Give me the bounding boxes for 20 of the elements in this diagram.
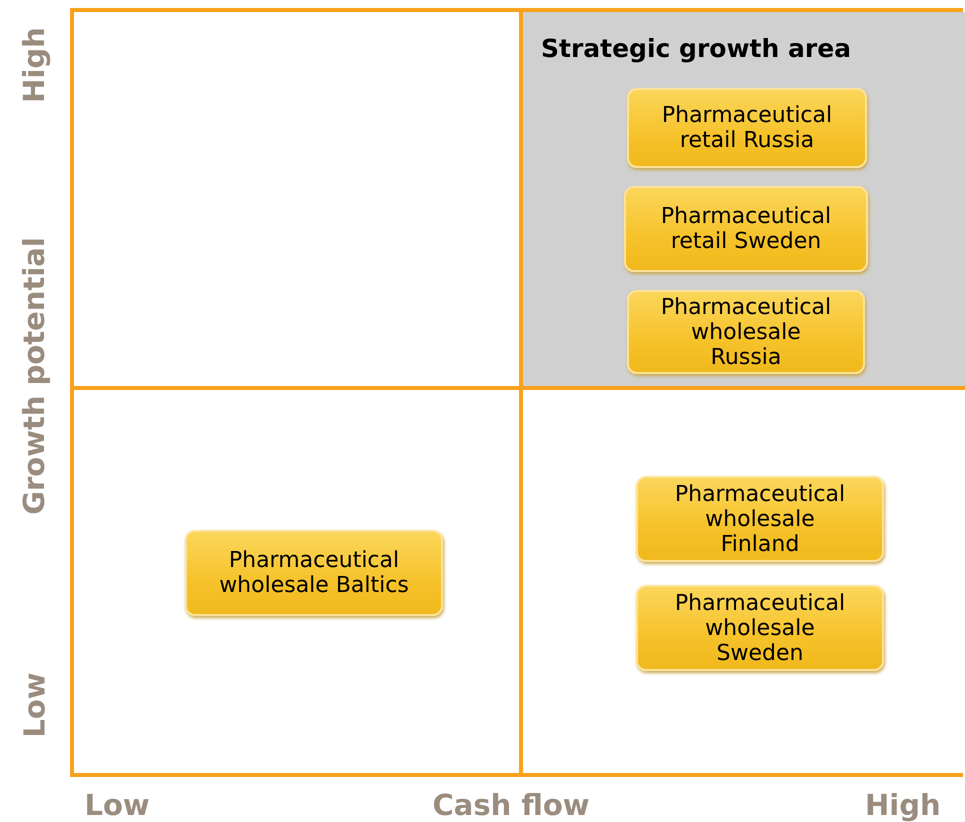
quadrant-heading: Strategic growth area <box>541 34 852 63</box>
segment-label: Pharmaceutical wholesale Baltics <box>218 548 410 598</box>
segment-label: Pharmaceutical wholesale Finland <box>674 482 846 556</box>
axis-end-label: High <box>865 788 941 822</box>
segment-box <box>627 290 865 374</box>
segment-label: Pharmaceutical wholesale Sweden <box>674 590 846 666</box>
axis-title: Growth potential <box>16 237 51 515</box>
segment-box <box>636 585 884 671</box>
axis-end-label: Low <box>84 788 150 822</box>
axis-end-label: Low <box>17 672 52 738</box>
segment-box <box>185 530 443 616</box>
segment-box <box>624 186 868 272</box>
axis-end-label: High <box>16 27 51 103</box>
highlighted-quadrant <box>523 12 965 386</box>
segment-box <box>627 88 867 168</box>
segment-box <box>636 476 884 562</box>
segment-label: Pharmaceutical retail Sweden <box>660 204 832 254</box>
segment-label: Pharmaceutical retail Russia <box>660 103 834 153</box>
segment-label: Pharmaceutical wholesale Russia <box>660 294 832 370</box>
axis-title: Cash flow <box>432 788 590 822</box>
